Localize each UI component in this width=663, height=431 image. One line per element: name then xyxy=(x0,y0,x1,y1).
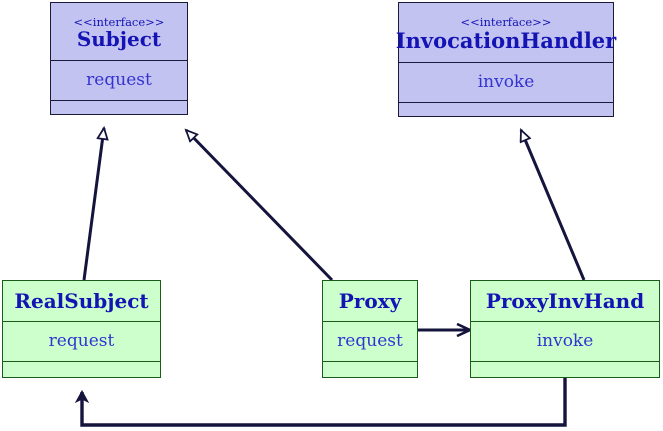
subject-header: <<interface>> Subject xyxy=(51,3,187,60)
invocationhandler-stereotype: <<interface>> xyxy=(460,15,552,30)
invocationhandler-header: <<interface>> InvocationHandler xyxy=(395,3,617,62)
subject-class-name: Subject xyxy=(76,27,162,52)
invocationhandler-member-invoke: invoke xyxy=(477,72,535,93)
class-box-proxyinvhand[interactable]: ProxyInvHand invoke xyxy=(470,280,660,378)
invocationhandler-operations-empty xyxy=(399,102,613,116)
proxyinvhand-class-name: ProxyInvHand xyxy=(485,288,645,313)
proxyinvhand-operations-empty xyxy=(471,361,659,377)
class-box-invocationhandler[interactable]: <<interface>> InvocationHandler invoke xyxy=(395,2,617,117)
proxy-class-name: Proxy xyxy=(338,288,402,313)
realsubject-members: request xyxy=(3,321,160,361)
class-box-realsubject[interactable]: RealSubject request xyxy=(2,280,161,378)
class-box-subject[interactable]: <<interface>> Subject request xyxy=(50,2,188,115)
realsubject-header: RealSubject xyxy=(3,281,160,321)
proxy-members: request xyxy=(323,321,417,361)
proxy-header: Proxy xyxy=(323,281,417,321)
subject-member-request: request xyxy=(86,70,152,91)
edge-proxyinvhand-implements-invocationhandler xyxy=(519,130,586,281)
proxyinvhand-member-invoke: invoke xyxy=(536,331,594,352)
invocationhandler-members: invoke xyxy=(399,61,613,102)
realsubject-operations-empty xyxy=(3,361,160,377)
proxyinvhand-members: invoke xyxy=(471,321,659,361)
subject-stereotype: <<interface>> xyxy=(73,14,165,29)
edge-realsubject-implements-subject xyxy=(82,128,104,281)
edge-proxy-implements-subject xyxy=(186,130,334,282)
proxy-member-request: request xyxy=(337,331,403,352)
proxy-operations-empty xyxy=(323,361,417,377)
subject-members: request xyxy=(51,59,187,100)
class-box-proxy[interactable]: Proxy request xyxy=(322,280,418,378)
proxyinvhand-header: ProxyInvHand xyxy=(471,281,659,321)
edge-proxyinvhand-uses-realsubject xyxy=(82,378,567,427)
realsubject-member-request: request xyxy=(48,331,115,352)
invocationhandler-class-name: InvocationHandler xyxy=(395,27,617,53)
subject-operations-empty xyxy=(51,100,187,114)
realsubject-class-name: RealSubject xyxy=(14,288,149,313)
